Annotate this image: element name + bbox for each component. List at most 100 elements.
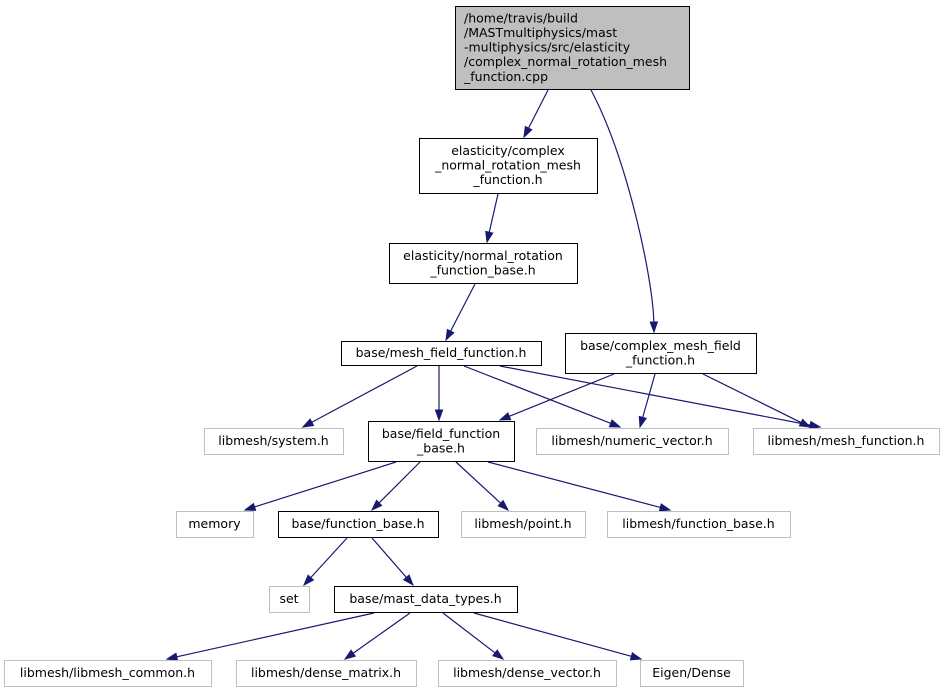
node-box (341, 341, 542, 366)
edge-arrowhead (343, 649, 357, 660)
node-label-line: memory (188, 516, 241, 531)
node-label-line: base/mast_data_types.h (349, 591, 501, 606)
node-box (204, 428, 344, 455)
edge-mdt-to-eigen (473, 612, 643, 661)
node-mdt[interactable]: base/mast_data_types.h (334, 586, 518, 613)
edge-cmff-to-numvec (638, 373, 656, 429)
node-fb[interactable]: base/function_base.h (278, 511, 439, 538)
edge-line (528, 89, 549, 129)
edge-line (487, 461, 661, 509)
edge-arrowhead (165, 652, 179, 661)
edge-arrowhead (608, 419, 622, 428)
edge-arrowhead (658, 503, 672, 512)
edge-arrowhead (301, 418, 315, 428)
edge-arrowhead (370, 499, 383, 512)
edge-line (509, 373, 615, 417)
node-label-line: _function.h (625, 352, 695, 367)
node-label-line: /complex_normal_rotation_mesh (464, 54, 667, 69)
edge-line (463, 365, 611, 424)
edge-line (702, 373, 802, 424)
edge-arrowhead (243, 502, 257, 511)
node-label-line: libmesh/dense_vector.h (453, 665, 601, 680)
node-label-line: libmesh/libmesh_common.h (20, 665, 195, 680)
edge-line (378, 461, 421, 504)
node-box (565, 333, 757, 374)
node-label-line: /home/travis/build (464, 10, 578, 25)
edge-ffb-to-lmfb (487, 461, 672, 512)
node-box (269, 586, 310, 613)
node-box (334, 586, 518, 613)
edge-arrowhead (303, 574, 315, 587)
node-numvec: libmesh/numeric_vector.h (536, 428, 729, 455)
edge-line (499, 365, 811, 426)
edge-arrowhead (492, 649, 505, 660)
node-label-line: base/function_base.h (291, 516, 424, 531)
node-nrfb[interactable]: elasticity/normal_rotation_function_base… (389, 243, 578, 284)
node-densevec: libmesh/dense_vector.h (438, 660, 617, 687)
node-box (455, 6, 690, 90)
node-box (753, 428, 940, 455)
edge-arrowhead (798, 418, 812, 428)
edge-root-to-cmff (590, 89, 659, 334)
edge-mff-to-meshfunc (499, 365, 822, 430)
edge-line (488, 193, 499, 233)
edge-ffb-to-fb (370, 461, 421, 512)
edge-mdt-to-densevec (442, 612, 505, 660)
edge-arrowhead (402, 574, 414, 587)
node-densemat: libmesh/dense_matrix.h (236, 660, 417, 687)
edge-line (590, 89, 655, 323)
node-cmff[interactable]: base/complex_mesh_field_function.h (565, 333, 757, 374)
edge-line (473, 612, 632, 657)
node-box (536, 428, 729, 455)
node-root[interactable]: /home/travis/build/MASTmultiphysics/mast… (455, 6, 690, 90)
node-label-line: Eigen/Dense (652, 665, 731, 680)
edge-arrowhead (445, 328, 455, 342)
node-label-line: libmesh/mesh_function.h (768, 433, 925, 448)
edge-ffb-to-memory (243, 461, 397, 511)
node-label-line: base/complex_mesh_field (580, 338, 741, 353)
edge-arrowhead (649, 321, 659, 334)
node-cnrmf[interactable]: elasticity/complex_normal_rotation_mesh_… (419, 138, 598, 194)
edge-mff-to-numvec (463, 365, 622, 428)
node-box (368, 421, 515, 462)
edge-line (254, 461, 397, 508)
node-label-line: _function_base.h (429, 262, 535, 277)
edge-line (642, 373, 656, 418)
node-label-line: /MASTmultiphysics/mast (464, 25, 617, 40)
edge-arrowhead (523, 125, 533, 139)
node-box (389, 243, 578, 284)
node-label-line: base/mesh_field_function.h (356, 345, 527, 360)
node-label-line: _function.h (472, 172, 542, 187)
node-box (4, 660, 212, 687)
node-set: set (269, 586, 310, 613)
nodes-layer: /home/travis/build/MASTmultiphysics/mast… (4, 6, 940, 687)
edge-cnrmf-to-nrfb (485, 193, 499, 244)
node-label-line: _base.h (416, 440, 465, 455)
edge-arrowhead (485, 230, 494, 244)
edge-ffb-to-point (455, 461, 510, 512)
edge-arrowhead (808, 420, 822, 430)
node-lmcommon: libmesh/libmesh_common.h (4, 660, 212, 687)
node-meshfunc: libmesh/mesh_function.h (753, 428, 940, 455)
edge-root-to-cnrmf (523, 89, 549, 139)
node-label-line: elasticity/normal_rotation (403, 248, 563, 263)
node-mff[interactable]: base/mesh_field_function.h (341, 341, 542, 366)
node-label-line: _function.cpp (463, 69, 548, 84)
node-point: libmesh/point.h (461, 511, 586, 538)
node-box (438, 660, 617, 687)
node-label-line: _normal_rotation_mesh (434, 158, 581, 173)
edge-arrowhead (434, 409, 444, 422)
node-box (607, 511, 791, 538)
node-lmfb: libmesh/function_base.h (607, 511, 791, 538)
node-label-line: set (279, 591, 298, 606)
node-eigen: Eigen/Dense (640, 660, 744, 687)
edge-cmff-to-meshfunc (702, 373, 812, 428)
edge-nrfb-to-mff (445, 283, 476, 342)
node-label-line: -multiphysics/src/elasticity (464, 40, 631, 55)
edge-line (310, 537, 348, 579)
node-label-line: libmesh/dense_matrix.h (251, 665, 401, 680)
node-ffb[interactable]: base/field_function_base.h (368, 421, 515, 462)
node-memory: memory (176, 511, 254, 538)
edge-mff-to-system (301, 365, 418, 428)
